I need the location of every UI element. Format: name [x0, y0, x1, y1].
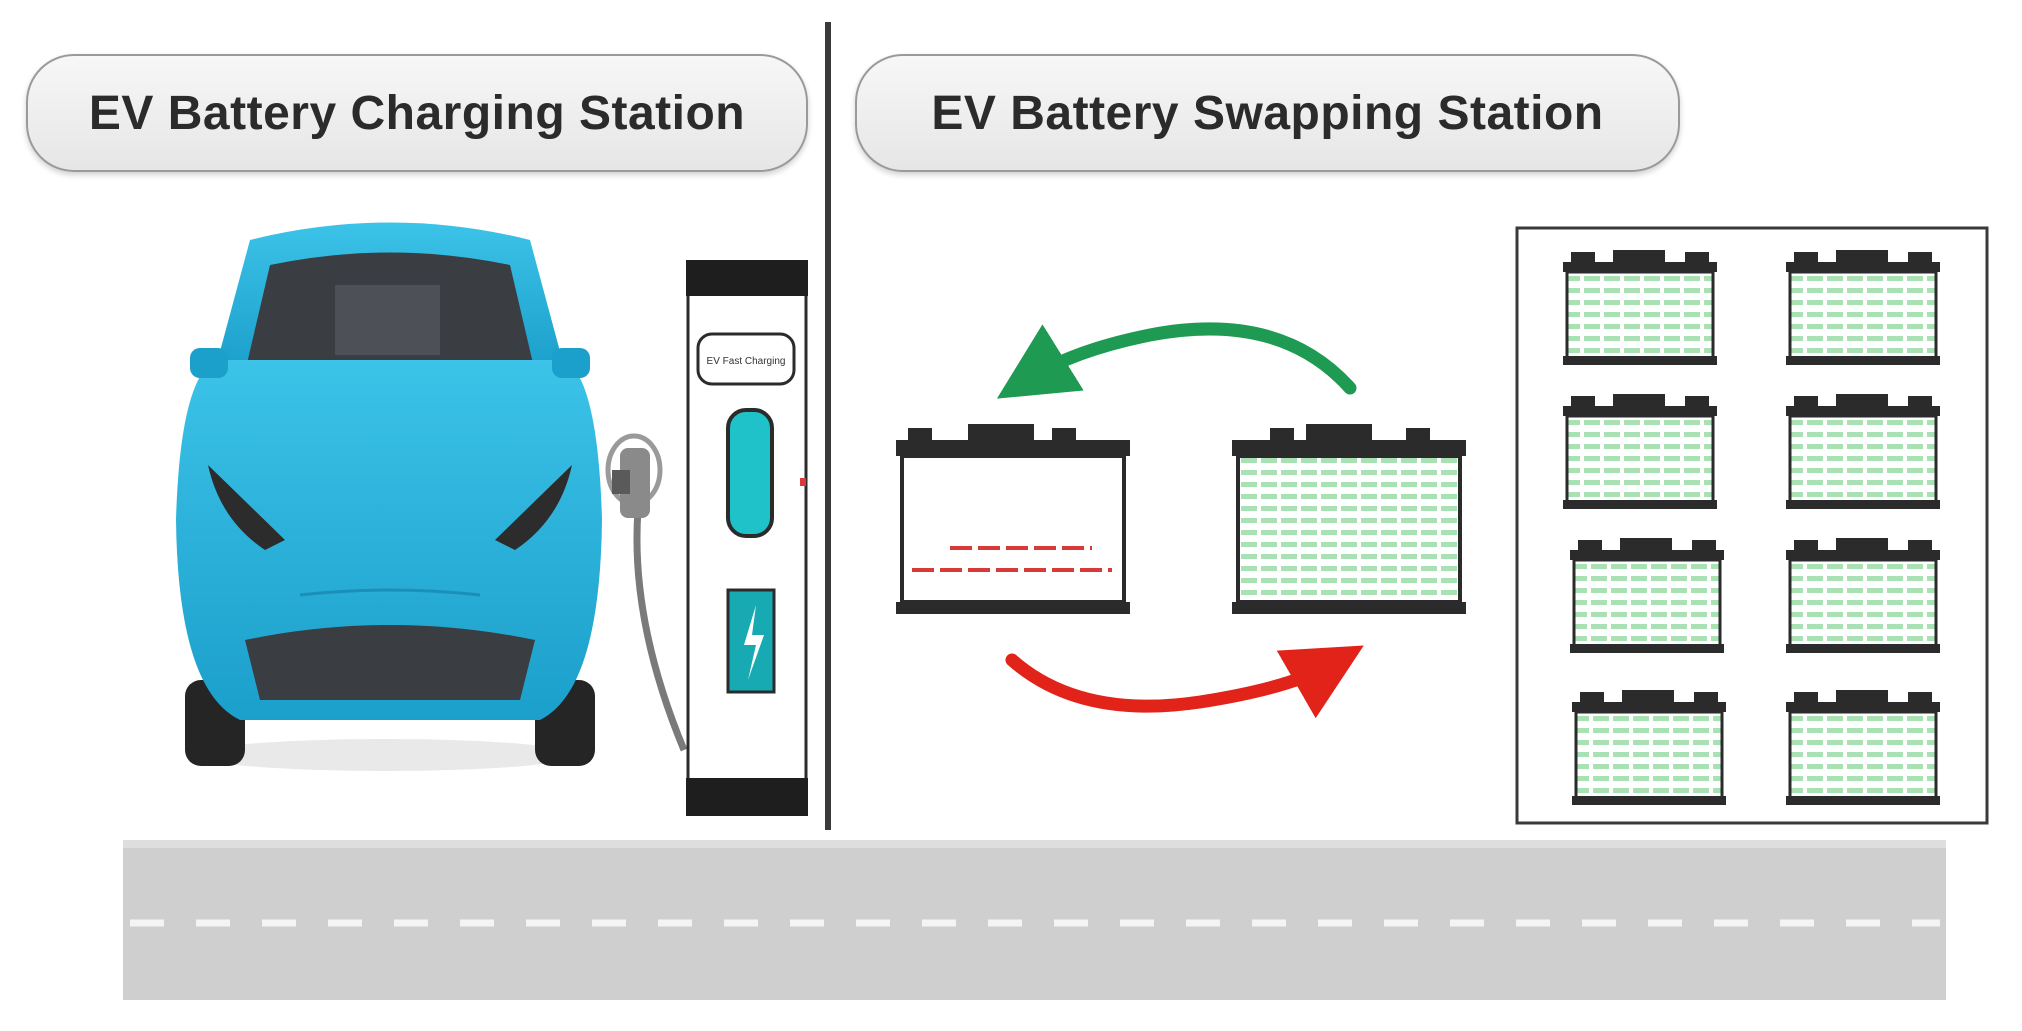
charging-station-title: EV Battery Charging Station: [26, 54, 808, 172]
stored-battery-icon: [1568, 536, 1726, 655]
stored-battery-icon: [1784, 392, 1942, 511]
arrow-to-vehicle-icon: [996, 322, 1357, 399]
stored-battery-icon: [1784, 688, 1942, 807]
stored-battery-icon: [1561, 392, 1719, 511]
charging-kiosk: EV Fast Charging: [686, 260, 808, 816]
swapping-station-title: EV Battery Swapping Station: [855, 54, 1680, 172]
section-divider: [825, 22, 831, 830]
charging-nozzle-icon: [605, 433, 688, 752]
stored-battery-icon: [1570, 688, 1728, 807]
charger-label: EV Fast Charging: [707, 356, 786, 367]
road: [123, 840, 1946, 1000]
charged-battery-icon: [1232, 424, 1466, 614]
arrow-to-storage-icon: [1005, 645, 1364, 719]
stored-battery-icon: [1561, 248, 1719, 367]
battery-storage-rack: [1515, 226, 1989, 825]
electric-car-icon: [176, 222, 602, 771]
stored-battery-icon: [1784, 536, 1942, 655]
stored-battery-icon: [1784, 248, 1942, 367]
depleted-battery-icon: [896, 424, 1130, 614]
